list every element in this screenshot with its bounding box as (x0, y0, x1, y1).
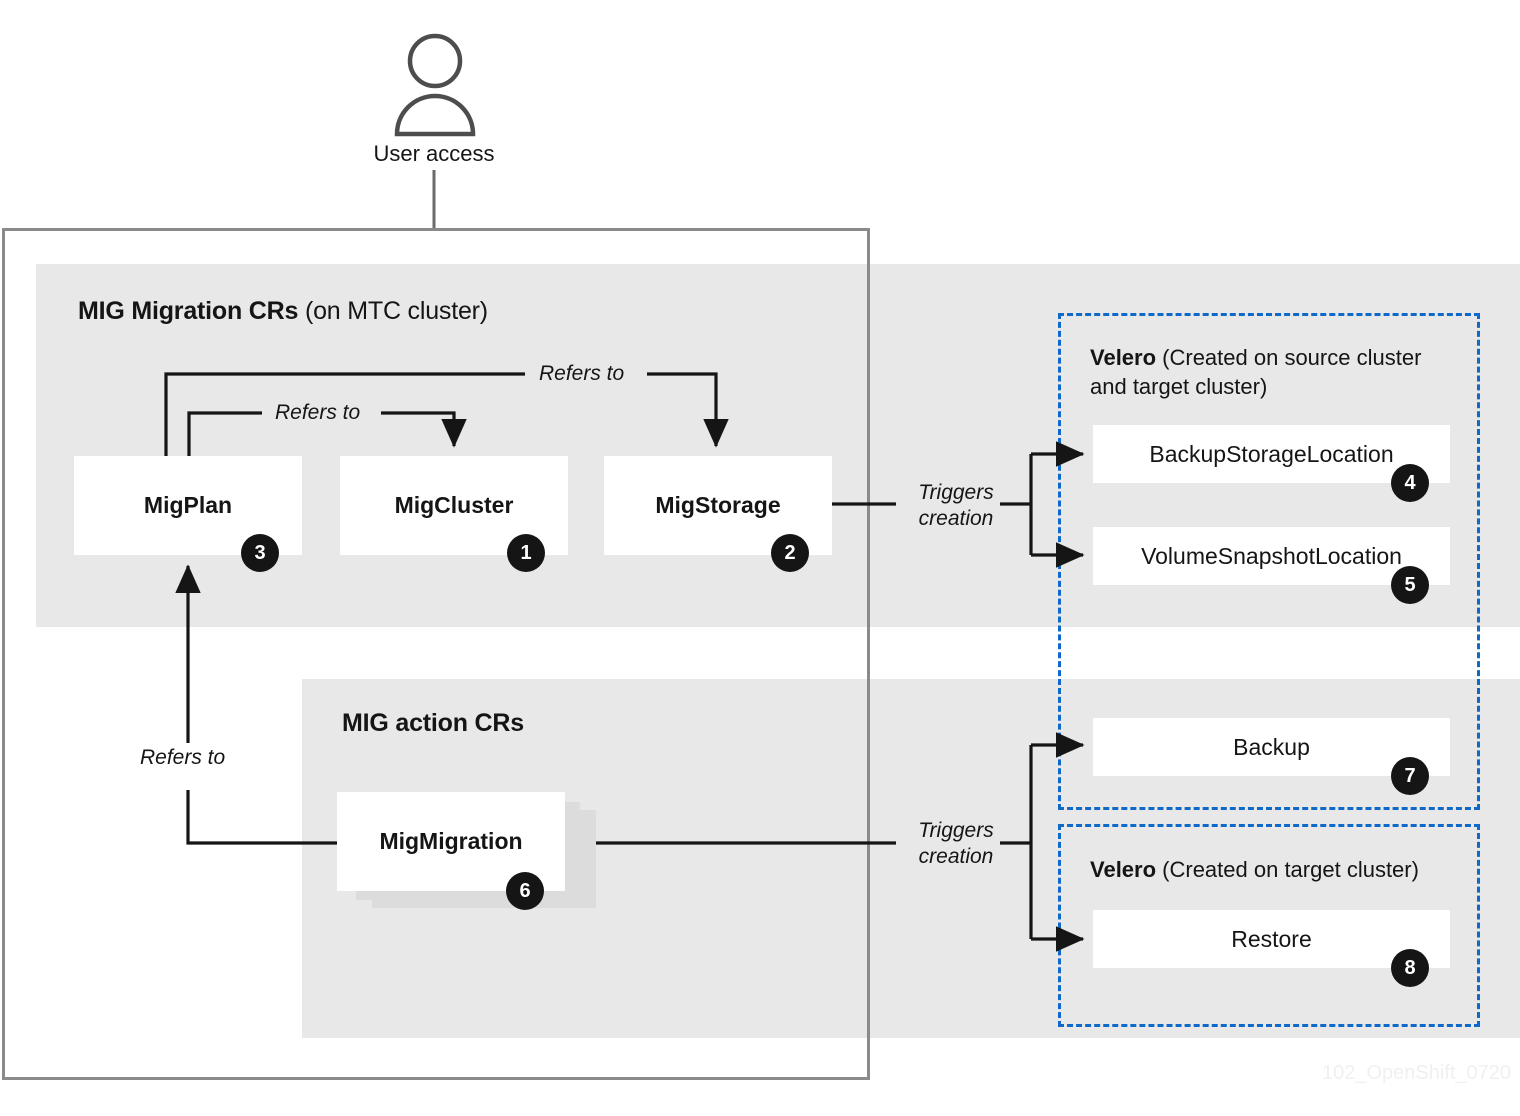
edge-label-refers-to-migration: Refers to (140, 746, 226, 769)
node-restore-label: Restore (1231, 925, 1312, 952)
node-migcluster-badge: 1 (507, 534, 545, 572)
user-access-label: User access (373, 141, 495, 166)
edge-label-refers-to-cluster: Refers to (275, 401, 361, 424)
node-migplan-badge: 3 (241, 534, 279, 572)
node-volumesnapshotlocation[interactable]: VolumeSnapshotLocation (1093, 527, 1450, 585)
triggers-creation-storage-line1: Triggers (918, 481, 994, 504)
mtc-cluster-boundary (2, 228, 870, 1080)
velero-source-target-title: Velero (Created on source cluster and ta… (1090, 343, 1460, 401)
node-migmigration-label: MigMigration (379, 828, 523, 854)
velero-target-boundary (1058, 824, 1480, 1027)
node-backup-label: Backup (1233, 733, 1310, 760)
velero-target-title-bold: Velero (1090, 857, 1157, 882)
mig-migration-crs-title-bold: MIG Migration CRs (78, 297, 299, 325)
velero-target-title-regular: (Created on target cluster) (1156, 857, 1419, 882)
mig-migration-crs-title: MIG Migration CRs (on MTC cluster) (78, 297, 488, 326)
node-backup[interactable]: Backup (1093, 718, 1450, 776)
node-volumesnapshotlocation-label: VolumeSnapshotLocation (1141, 542, 1402, 569)
person-icon (394, 33, 476, 137)
node-backupstoragelocation[interactable]: BackupStorageLocation (1093, 425, 1450, 483)
edge-label-triggers-creation-storage: Triggers creation (906, 480, 1006, 532)
triggers-creation-migration-line1: Triggers (918, 819, 994, 842)
node-migstorage-badge: 2 (771, 534, 809, 572)
velero-target-title: Velero (Created on target cluster) (1090, 855, 1470, 884)
node-backup-badge: 7 (1391, 757, 1429, 795)
mig-action-crs-title: MIG action CRs (342, 709, 524, 738)
node-restore[interactable]: Restore (1093, 910, 1450, 968)
triggers-creation-migration-line2: creation (918, 845, 994, 868)
velero-source-target-title-regular: (Created on source cluster (1156, 345, 1422, 370)
node-backupstoragelocation-label: BackupStorageLocation (1149, 440, 1394, 467)
node-migmigration-badge: 6 (506, 872, 544, 910)
watermark: 102_OpenShift_0720 (1322, 1062, 1512, 1084)
edge-label-refers-to-storage: Refers to (539, 362, 625, 385)
mig-migration-crs-title-regular: (on MTC cluster) (298, 297, 488, 325)
node-restore-badge: 8 (1391, 949, 1429, 987)
node-migcluster-label: MigCluster (394, 492, 514, 518)
triggers-creation-storage-line2: creation (918, 507, 994, 530)
edge-label-triggers-creation-migration: Triggers creation (906, 818, 1006, 870)
node-backupstoragelocation-badge: 4 (1391, 464, 1429, 502)
velero-source-target-title-line2: and target cluster) (1090, 374, 1268, 399)
mig-action-crs-title-bold: MIG action CRs (342, 709, 524, 737)
velero-source-target-title-bold: Velero (1090, 345, 1157, 370)
node-migplan-label: MigPlan (143, 492, 233, 518)
node-migstorage-label: MigStorage (655, 492, 781, 518)
node-volumesnapshotlocation-badge: 5 (1391, 566, 1429, 604)
